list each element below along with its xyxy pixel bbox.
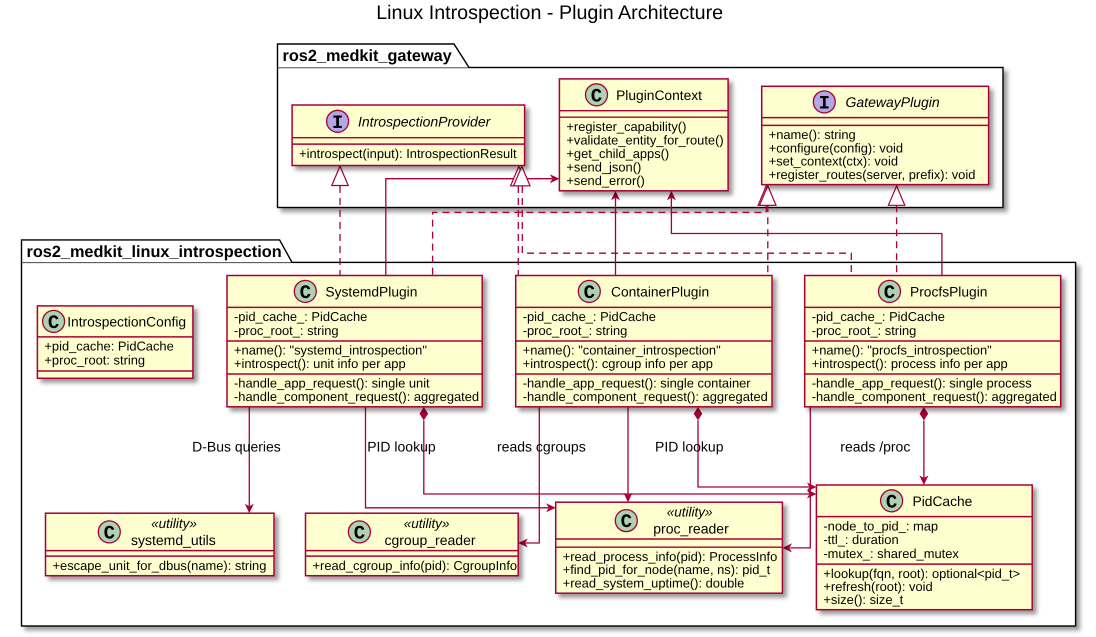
svg-text:IntrospectionProvider: IntrospectionProvider bbox=[358, 113, 492, 129]
svg-text:reads /proc: reads /proc bbox=[840, 439, 910, 455]
svg-text:+introspect(input): Introspect: +introspect(input): IntrospectionResult bbox=[299, 146, 517, 161]
svg-text:+read_process_info(pid): Proce: +read_process_info(pid): ProcessInfo bbox=[563, 549, 778, 564]
svg-text:-handle_component_request(): a: -handle_component_request(): aggregated bbox=[812, 389, 1057, 404]
svg-text:+set_context(ctx): void: +set_context(ctx): void bbox=[769, 154, 898, 169]
svg-text:Linux Introspection - Plugin A: Linux Introspection - Plugin Architectur… bbox=[376, 2, 723, 24]
svg-text:-ttl_: duration: -ttl_: duration bbox=[823, 532, 898, 547]
svg-text:ros2_medkit_gateway: ros2_medkit_gateway bbox=[283, 47, 452, 65]
svg-text:-mutex_: shared_mutex: -mutex_: shared_mutex bbox=[823, 546, 959, 561]
svg-text:C: C bbox=[300, 282, 311, 304]
svg-text:+introspect(): cgroup info per: +introspect(): cgroup info per app bbox=[523, 356, 713, 371]
svg-text:-handle_component_request(): a: -handle_component_request(): aggregated bbox=[523, 389, 768, 404]
svg-text:+size(): size_t: +size(): size_t bbox=[823, 592, 903, 607]
svg-text:-pid_cache_: PidCache: -pid_cache_: PidCache bbox=[812, 309, 945, 324]
svg-text:C: C bbox=[621, 511, 632, 533]
svg-text:SystemdPlugin: SystemdPlugin bbox=[325, 284, 417, 299]
svg-text:C: C bbox=[104, 523, 115, 545]
svg-text:+validate_entity_for_route(): +validate_entity_for_route() bbox=[566, 132, 723, 147]
svg-text:+refresh(root): void: +refresh(root): void bbox=[823, 579, 932, 594]
svg-text:+configure(config): void: +configure(config): void bbox=[769, 140, 903, 155]
svg-text:ContainerPlugin: ContainerPlugin bbox=[611, 284, 709, 299]
svg-text:I: I bbox=[332, 112, 343, 134]
svg-text:C: C bbox=[48, 312, 59, 334]
svg-text:«utility»: «utility» bbox=[667, 505, 713, 520]
svg-text:+read_system_uptime(): double: +read_system_uptime(): double bbox=[563, 576, 745, 591]
svg-text:-pid_cache_: PidCache: -pid_cache_: PidCache bbox=[234, 309, 367, 324]
svg-text:C: C bbox=[584, 282, 595, 304]
svg-text:+proc_root: string: +proc_root: string bbox=[44, 353, 145, 368]
svg-text:proc_reader: proc_reader bbox=[653, 521, 729, 537]
svg-text:IntrospectionConfig: IntrospectionConfig bbox=[67, 314, 186, 329]
svg-text:PluginContext: PluginContext bbox=[616, 88, 702, 103]
svg-text:-handle_app_request(): single: -handle_app_request(): single container bbox=[523, 376, 752, 391]
svg-text:+name(): "systemd_introspectio: +name(): "systemd_introspection" bbox=[234, 343, 427, 358]
svg-text:C: C bbox=[884, 282, 895, 304]
svg-text:PID lookup: PID lookup bbox=[367, 439, 436, 455]
svg-text:+lookup(fqn, root): optional<p: +lookup(fqn, root): optional<pid_t> bbox=[823, 566, 1020, 581]
svg-text:cgroup_reader: cgroup_reader bbox=[384, 532, 475, 548]
svg-text:-handle_app_request(): single: -handle_app_request(): single process bbox=[812, 376, 1032, 391]
svg-text:C: C bbox=[591, 85, 602, 107]
svg-text:+escape_unit_for_dbus(name): s: +escape_unit_for_dbus(name): string bbox=[53, 558, 267, 573]
svg-text:I: I bbox=[819, 93, 830, 115]
svg-text:+read_cgroup_info(pid): Cgroup: +read_cgroup_info(pid): CgroupInfo bbox=[313, 558, 518, 573]
svg-text:-proc_root_: string: -proc_root_: string bbox=[234, 323, 339, 338]
svg-text:C: C bbox=[886, 491, 897, 513]
svg-text:reads cgroups: reads cgroups bbox=[497, 439, 586, 455]
svg-text:+get_child_apps(): +get_child_apps() bbox=[566, 146, 669, 161]
svg-text:ProcfsPlugin: ProcfsPlugin bbox=[910, 284, 987, 299]
svg-text:-node_to_pid_: map: -node_to_pid_: map bbox=[823, 518, 938, 533]
svg-text:«utility»: «utility» bbox=[151, 516, 197, 531]
svg-text:-handle_component_request(): a: -handle_component_request(): aggregated bbox=[234, 389, 479, 404]
svg-text:+find_pid_for_node(name, ns):: +find_pid_for_node(name, ns): pid_t bbox=[563, 562, 771, 577]
svg-text:systemd_utils: systemd_utils bbox=[131, 532, 216, 548]
svg-text:+pid_cache: PidCache: +pid_cache: PidCache bbox=[44, 339, 173, 354]
svg-text:D-Bus queries: D-Bus queries bbox=[192, 439, 281, 455]
svg-text:GatewayPlugin: GatewayPlugin bbox=[846, 94, 940, 110]
svg-text:+send_error(): +send_error() bbox=[566, 173, 644, 188]
svg-text:+introspect(): unit info per a: +introspect(): unit info per app bbox=[234, 356, 406, 371]
svg-text:+name(): "procfs_introspection: +name(): "procfs_introspection" bbox=[812, 343, 992, 358]
svg-text:PidCache: PidCache bbox=[913, 494, 973, 509]
svg-text:PID lookup: PID lookup bbox=[655, 439, 724, 455]
svg-text:-handle_app_request(): single: -handle_app_request(): single unit bbox=[234, 376, 430, 391]
svg-text:«utility»: «utility» bbox=[404, 516, 450, 531]
svg-text:+send_json(): +send_json() bbox=[566, 159, 641, 174]
svg-text:+register_capability(): +register_capability() bbox=[566, 119, 686, 134]
svg-text:C: C bbox=[354, 523, 365, 545]
svg-text:ros2_medkit_linux_introspectio: ros2_medkit_linux_introspection bbox=[27, 243, 282, 261]
svg-text:+name(): string: +name(): string bbox=[769, 127, 856, 142]
svg-text:+name(): "container_introspect: +name(): "container_introspection" bbox=[523, 343, 721, 358]
svg-text:-pid_cache_: PidCache: -pid_cache_: PidCache bbox=[523, 309, 656, 324]
svg-text:-proc_root_: string: -proc_root_: string bbox=[812, 323, 917, 338]
svg-text:-proc_root_: string: -proc_root_: string bbox=[523, 323, 628, 338]
svg-text:+introspect(): process info pe: +introspect(): process info per app bbox=[812, 356, 1008, 371]
svg-text:+register_routes(server, prefi: +register_routes(server, prefix): void bbox=[769, 167, 976, 182]
